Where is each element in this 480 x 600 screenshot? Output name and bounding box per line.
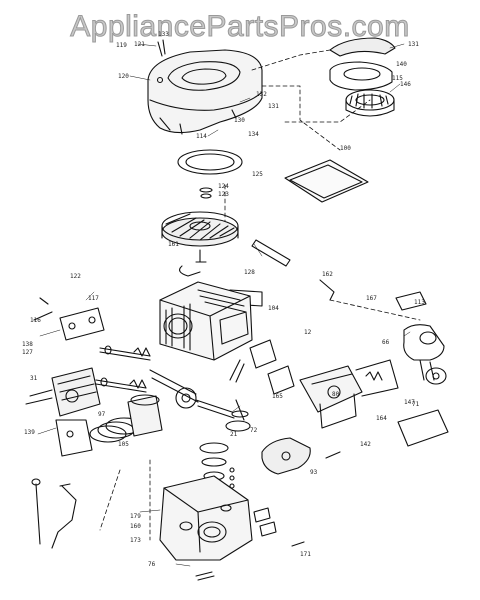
part-callout-12: 12 (304, 329, 312, 336)
carburetor (299, 359, 399, 429)
recoil-starter (329, 37, 396, 117)
part-callout-131: 131 (408, 41, 419, 48)
governor-parts (229, 339, 295, 395)
valves-springs (95, 345, 151, 393)
air-filter (284, 159, 369, 203)
part-callout-179: 179 (130, 513, 141, 520)
part-callout-117: 117 (88, 295, 99, 302)
part-callout-71: 71 (412, 401, 420, 408)
part-callout-142: 142 (360, 441, 371, 448)
part-callout-165: 165 (272, 393, 283, 400)
rotating-screen (177, 149, 243, 199)
part-callout-116: 116 (30, 317, 41, 324)
part-callout-93: 93 (310, 469, 318, 476)
part-callout-124: 124 (218, 183, 229, 190)
part-callout-76: 76 (148, 561, 156, 568)
part-callout-146: 146 (400, 81, 411, 88)
piston-rings (89, 394, 163, 443)
part-callout-162: 162 (322, 271, 333, 278)
part-callout-132: 132 (256, 91, 267, 98)
part-callout-80: 80 (332, 391, 340, 398)
part-callout-173: 173 (130, 537, 141, 544)
fuel-tank (403, 324, 447, 385)
part-callout-122: 122 (70, 273, 81, 280)
dipstick-linkage (31, 478, 77, 549)
part-callout-123: 123 (218, 191, 229, 198)
part-callout-72: 72 (250, 427, 258, 434)
part-callout-121: 121 (134, 41, 145, 48)
small-hardware (195, 451, 341, 581)
breather-plate (55, 419, 93, 457)
part-callout-119: 119 (116, 42, 127, 49)
part-callout-66: 66 (382, 339, 390, 346)
part-callout-21: 21 (230, 431, 238, 438)
part-callout-31: 31 (30, 375, 38, 382)
part-callout-134: 134 (248, 131, 259, 138)
part-callout-120: 120 (118, 73, 129, 80)
watermark-text: AppliancePartsPros.com (70, 10, 410, 44)
part-callout-147: 147 (404, 399, 415, 406)
part-callout-114: 114 (196, 133, 207, 140)
part-callout-140: 140 (396, 61, 407, 68)
flywheel (161, 211, 239, 263)
part-callout-161: 161 (168, 241, 179, 248)
muffler (25, 367, 101, 417)
part-callout-167: 167 (366, 295, 377, 302)
cylinder-head-bracket (33, 297, 105, 341)
control-bracket (319, 279, 449, 447)
leader-lines (37, 43, 411, 567)
crankshaft (149, 369, 251, 432)
crankcase-sump (159, 475, 253, 561)
part-callout-105: 105 (118, 441, 129, 448)
camshaft (199, 442, 229, 481)
part-callout-130: 130 (234, 117, 245, 124)
part-callout-128: 128 (244, 269, 255, 276)
part-callout-113: 113 (414, 299, 425, 306)
intake-shroud (261, 437, 311, 475)
part-callout-97: 97 (98, 411, 106, 418)
cylinder-block (159, 281, 253, 361)
part-callout-160: 160 (130, 523, 141, 530)
part-callout-100: 100 (340, 145, 351, 152)
part-callout-127: 127 (22, 349, 33, 356)
part-callout-131: 131 (268, 103, 279, 110)
part-callout-171: 171 (300, 551, 311, 558)
part-callout-138: 138 (22, 341, 33, 348)
part-callout-139: 139 (24, 429, 35, 436)
blower-housing (147, 39, 263, 135)
part-callout-104: 104 (268, 305, 279, 312)
part-callout-133: 133 (158, 31, 169, 38)
part-callout-125: 125 (252, 171, 263, 178)
part-callout-164: 164 (376, 415, 387, 422)
part-callout-115: 115 (392, 75, 403, 82)
